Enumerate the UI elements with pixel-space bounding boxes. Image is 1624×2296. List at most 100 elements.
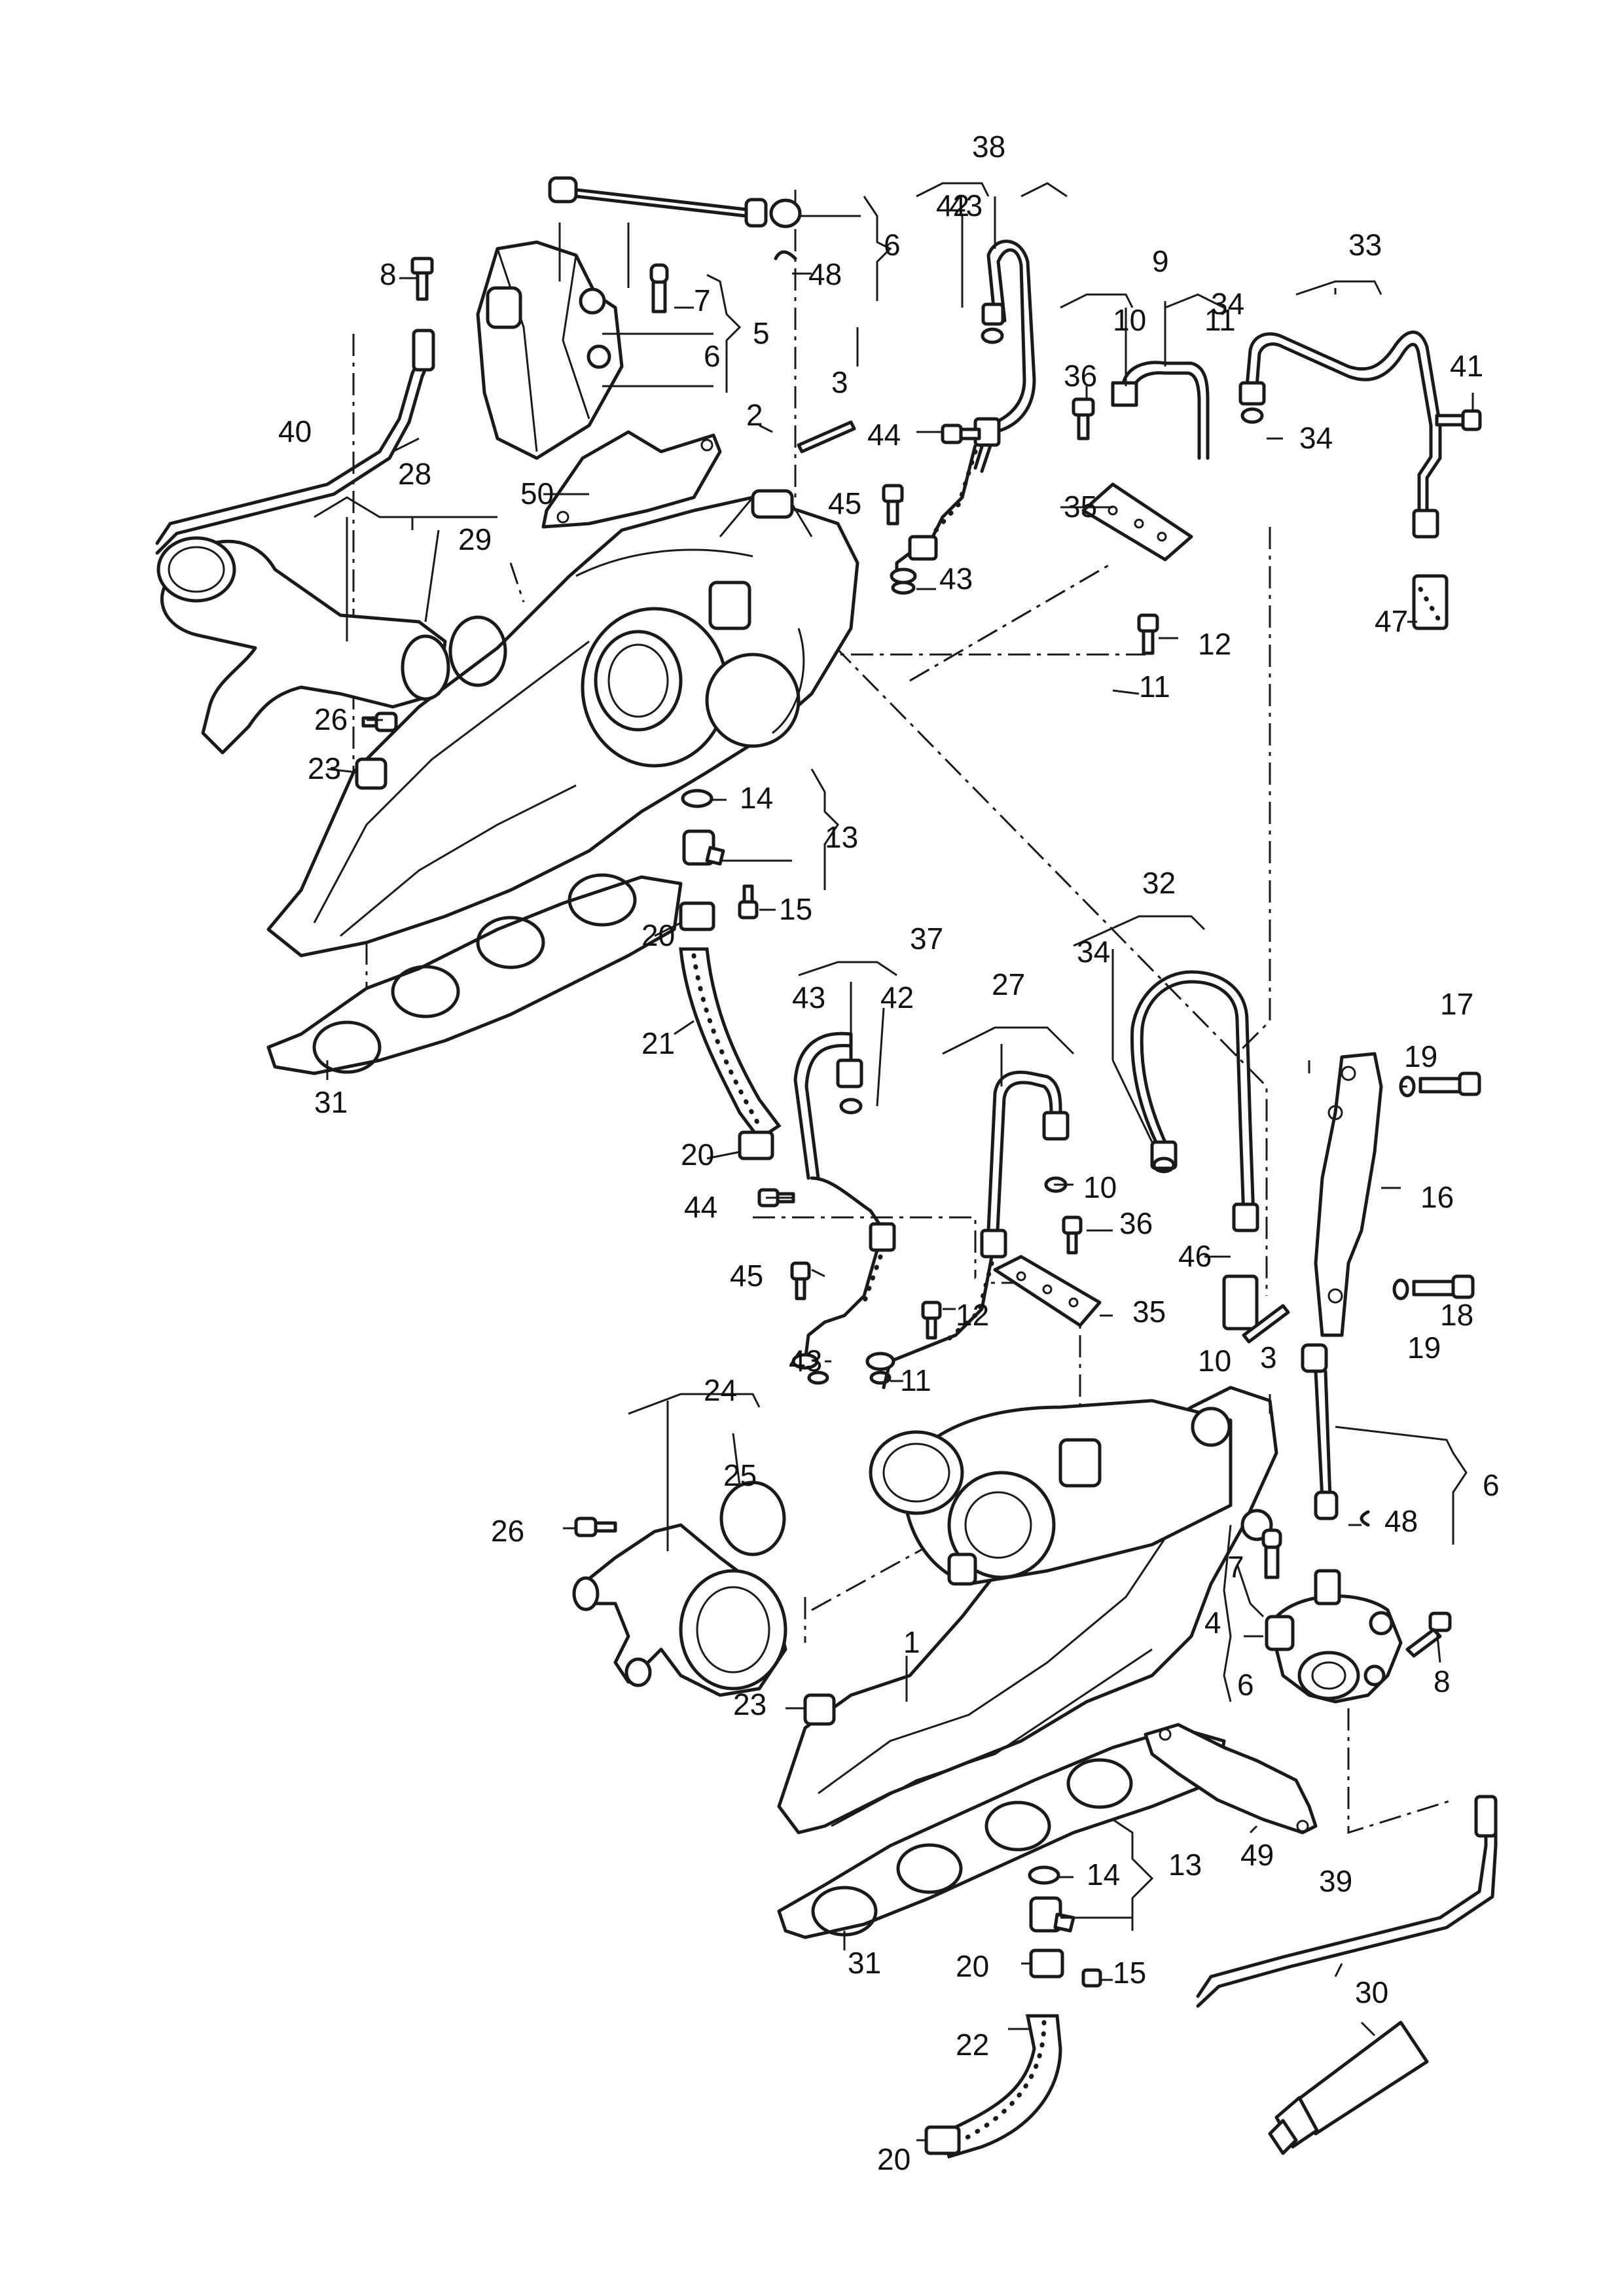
stud-7-lower xyxy=(1261,1528,1282,1579)
callout-38: 38 xyxy=(972,130,1005,164)
callout-28: 28 xyxy=(398,457,431,491)
sensor-cable-lower xyxy=(1301,1343,1370,1527)
callout-43: 43 xyxy=(949,188,983,223)
bolt-8-lower xyxy=(1405,1611,1452,1658)
callout-20: 20 xyxy=(877,2142,911,2176)
callout-19: 19 xyxy=(1407,1331,1441,1365)
manifold-gasket-upper xyxy=(266,873,683,1075)
callout-5: 5 xyxy=(753,316,770,350)
actuator-bracket-upper xyxy=(476,240,624,460)
nut-23-upper xyxy=(355,757,388,790)
callout-10: 10 xyxy=(1083,1170,1117,1204)
callout-36: 36 xyxy=(1064,359,1097,393)
callout-13: 13 xyxy=(825,820,858,854)
callout-39: 39 xyxy=(1319,1864,1352,1898)
bolt-44-upper xyxy=(941,423,981,444)
bolt-12-upper xyxy=(1137,613,1159,655)
callout-1: 1 xyxy=(903,1625,920,1659)
callout-44: 44 xyxy=(867,418,901,452)
callout-30: 30 xyxy=(1355,1975,1388,2009)
callout-labels: 1233456666778891010101111111212131314141… xyxy=(278,130,1500,2176)
callout-20: 20 xyxy=(641,918,675,952)
bolt-18 xyxy=(1392,1274,1475,1300)
callout-4: 4 xyxy=(1204,1605,1221,1640)
callout-12: 12 xyxy=(956,1298,989,1332)
intake-elbow-24 xyxy=(572,1523,787,1697)
oil-return-upper xyxy=(679,789,782,1160)
callout-34: 34 xyxy=(1077,935,1110,969)
callout-24: 24 xyxy=(704,1373,737,1407)
callout-48: 48 xyxy=(808,257,842,291)
bolt-12-lower xyxy=(921,1300,942,1340)
callout-36: 36 xyxy=(1119,1206,1153,1240)
o-ring-25 xyxy=(719,1480,786,1556)
callout-9: 9 xyxy=(1152,244,1169,278)
callout-25: 25 xyxy=(723,1458,757,1492)
callout-47: 47 xyxy=(1375,604,1408,638)
callout-34: 34 xyxy=(1211,287,1244,321)
bolt-26-upper xyxy=(361,711,398,732)
bolt-26-lower xyxy=(574,1516,617,1537)
callout-20: 20 xyxy=(956,1949,989,1983)
bracket-35-lower xyxy=(993,1255,1102,1327)
heat-shield-upper xyxy=(541,430,722,529)
callout-45: 45 xyxy=(730,1259,763,1293)
callout-21: 21 xyxy=(641,1026,675,1060)
actuator-lower xyxy=(1265,1569,1403,1704)
callout-29: 29 xyxy=(458,522,492,556)
callout-42: 42 xyxy=(936,188,969,223)
stud-3-upper xyxy=(797,420,856,454)
bolt-45-lower xyxy=(790,1261,811,1300)
callout-6: 6 xyxy=(1237,1668,1254,1702)
callout-6: 6 xyxy=(1483,1468,1500,1502)
coolant-line-9 xyxy=(1111,361,1210,460)
callout-3: 3 xyxy=(1260,1340,1277,1374)
callout-8: 8 xyxy=(1434,1664,1451,1698)
callout-46: 46 xyxy=(1178,1239,1212,1273)
bolt-8-upper xyxy=(410,257,434,301)
callout-13: 13 xyxy=(1168,1848,1202,1882)
callout-20: 20 xyxy=(681,1138,714,1172)
sensor-cable-upper xyxy=(548,176,802,260)
heat-shield-lower xyxy=(1144,1723,1318,1835)
callout-27: 27 xyxy=(992,967,1025,1001)
callout-11: 11 xyxy=(1139,670,1170,704)
callout-40: 40 xyxy=(278,414,312,448)
callout-33: 33 xyxy=(1348,228,1382,262)
bolt-45-upper xyxy=(882,484,904,526)
callout-7: 7 xyxy=(1227,1550,1244,1584)
turbo-manifold-lower xyxy=(777,1386,1278,1835)
stud-3-lower xyxy=(1242,1304,1290,1344)
bolt-17 xyxy=(1399,1071,1481,1098)
callout-35: 35 xyxy=(1064,490,1097,524)
callout-7: 7 xyxy=(694,283,711,317)
bolt-36-upper xyxy=(1072,397,1095,440)
callout-17: 17 xyxy=(1440,987,1473,1021)
callout-43: 43 xyxy=(792,980,825,1014)
callout-44: 44 xyxy=(684,1190,717,1224)
oil-line-37 xyxy=(791,1031,896,1385)
callout-31: 31 xyxy=(314,1085,348,1119)
stud-7-upper xyxy=(649,263,669,314)
sealant-tube-30 xyxy=(1268,2020,1429,2155)
callout-12: 12 xyxy=(1198,627,1231,661)
callout-15: 15 xyxy=(779,892,812,926)
callout-23: 23 xyxy=(733,1687,767,1721)
callout-11: 11 xyxy=(900,1363,931,1397)
callout-8: 8 xyxy=(380,257,397,291)
callout-14: 14 xyxy=(740,781,773,815)
callout-35: 35 xyxy=(1132,1295,1166,1329)
callout-50: 50 xyxy=(520,476,554,511)
callout-22: 22 xyxy=(956,2028,989,2062)
oil-return-lower xyxy=(924,1865,1102,2159)
callout-31: 31 xyxy=(848,1946,881,1980)
callout-49: 49 xyxy=(1240,1838,1274,1872)
turbo-manifold-upper xyxy=(266,489,859,958)
bracket-35-upper xyxy=(1081,482,1193,562)
callout-43: 43 xyxy=(939,562,973,596)
bolt-36-lower xyxy=(1062,1215,1083,1255)
callout-48: 48 xyxy=(1384,1504,1418,1538)
intake-pipe-upper xyxy=(156,536,450,755)
coolant-line-32 xyxy=(1130,970,1259,1331)
